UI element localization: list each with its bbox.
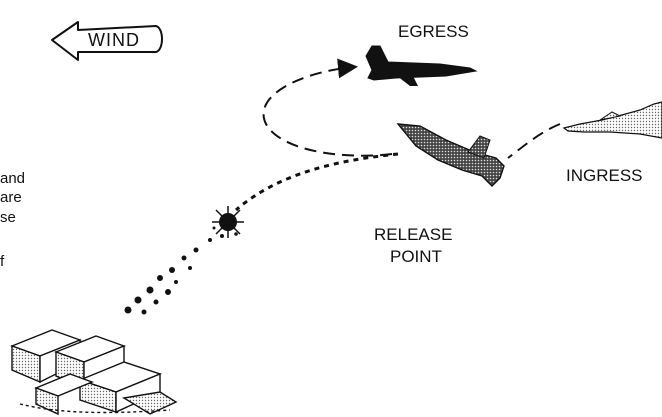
side-text-line1: and xyxy=(0,170,25,187)
side-text-line4: f xyxy=(0,253,5,270)
egress-loop-path xyxy=(264,67,392,156)
release-label-line1: RELEASE xyxy=(374,225,452,244)
release-label-line2: POINT xyxy=(390,247,442,266)
weapon-trajectory xyxy=(236,154,398,210)
egress-label: EGRESS xyxy=(398,22,469,41)
release-aircraft-icon xyxy=(398,124,504,186)
ingress-label: INGRESS xyxy=(566,166,643,185)
building-cluster-icon xyxy=(12,330,176,414)
side-text-line3: se xyxy=(0,209,16,226)
burst-icon xyxy=(212,206,244,238)
wind-label: WIND xyxy=(88,30,140,50)
side-text-line2: are xyxy=(0,189,22,206)
egress-aircraft-icon xyxy=(366,46,476,86)
wind-arrow-icon: WIND xyxy=(52,22,162,60)
ingress-path xyxy=(508,124,560,158)
cropped-side-text: and are se f xyxy=(0,170,25,270)
submunition-cluster xyxy=(125,238,213,315)
ingress-aircraft-icon xyxy=(564,102,662,138)
